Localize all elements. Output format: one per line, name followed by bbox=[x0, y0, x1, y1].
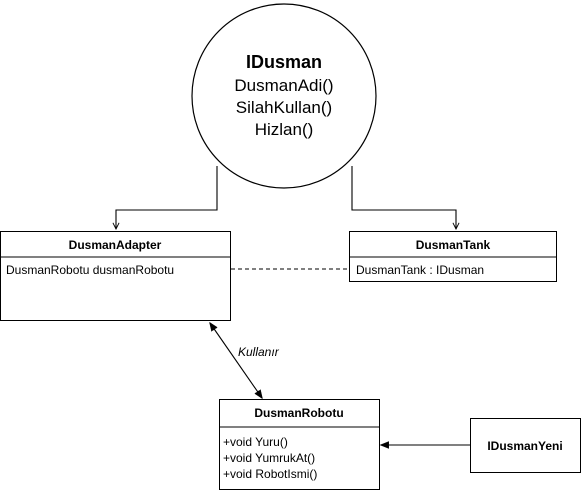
implements-connector-adapter bbox=[116, 166, 218, 229]
class-method: +void RobotIsmi() bbox=[223, 467, 317, 481]
class-title: DusmanAdapter bbox=[69, 238, 162, 252]
class-dusman-adapter[interactable]: DusmanAdapter DusmanRobotu dusmanRobotu bbox=[0, 231, 231, 321]
implements-connector-tank bbox=[351, 166, 456, 229]
idusman-interface[interactable]: IDusman DusmanAdi() SilahKullan() Hizlan… bbox=[191, 3, 377, 189]
class-dusman-tank[interactable]: DusmanTank DusmanTank : IDusman bbox=[349, 231, 557, 282]
interface-name: IDusman bbox=[246, 52, 322, 72]
class-title: IDusmanYeni bbox=[487, 439, 562, 453]
class-title: DusmanRobotu bbox=[254, 406, 343, 420]
class-field: DusmanTank : IDusman bbox=[356, 263, 484, 277]
interface-method: Hizlan() bbox=[255, 120, 314, 139]
class-method: +void Yuru() bbox=[223, 435, 288, 449]
class-method: +void YumrukAt() bbox=[223, 451, 315, 465]
class-field: DusmanRobotu dusmanRobotu bbox=[6, 263, 174, 277]
interface-method: DusmanAdi() bbox=[234, 76, 333, 95]
uses-connector bbox=[210, 323, 262, 398]
uses-label: Kullanır bbox=[238, 345, 280, 359]
interface-circle bbox=[191, 3, 377, 189]
class-box bbox=[219, 399, 380, 490]
class-dusman-robotu[interactable]: DusmanRobotu +void Yuru() +void YumrukAt… bbox=[219, 399, 380, 490]
interface-method: SilahKullan() bbox=[236, 98, 332, 117]
class-box bbox=[0, 231, 231, 321]
class-idusman-yeni[interactable]: IDusmanYeni bbox=[470, 418, 581, 473]
class-title: DusmanTank bbox=[416, 238, 491, 252]
